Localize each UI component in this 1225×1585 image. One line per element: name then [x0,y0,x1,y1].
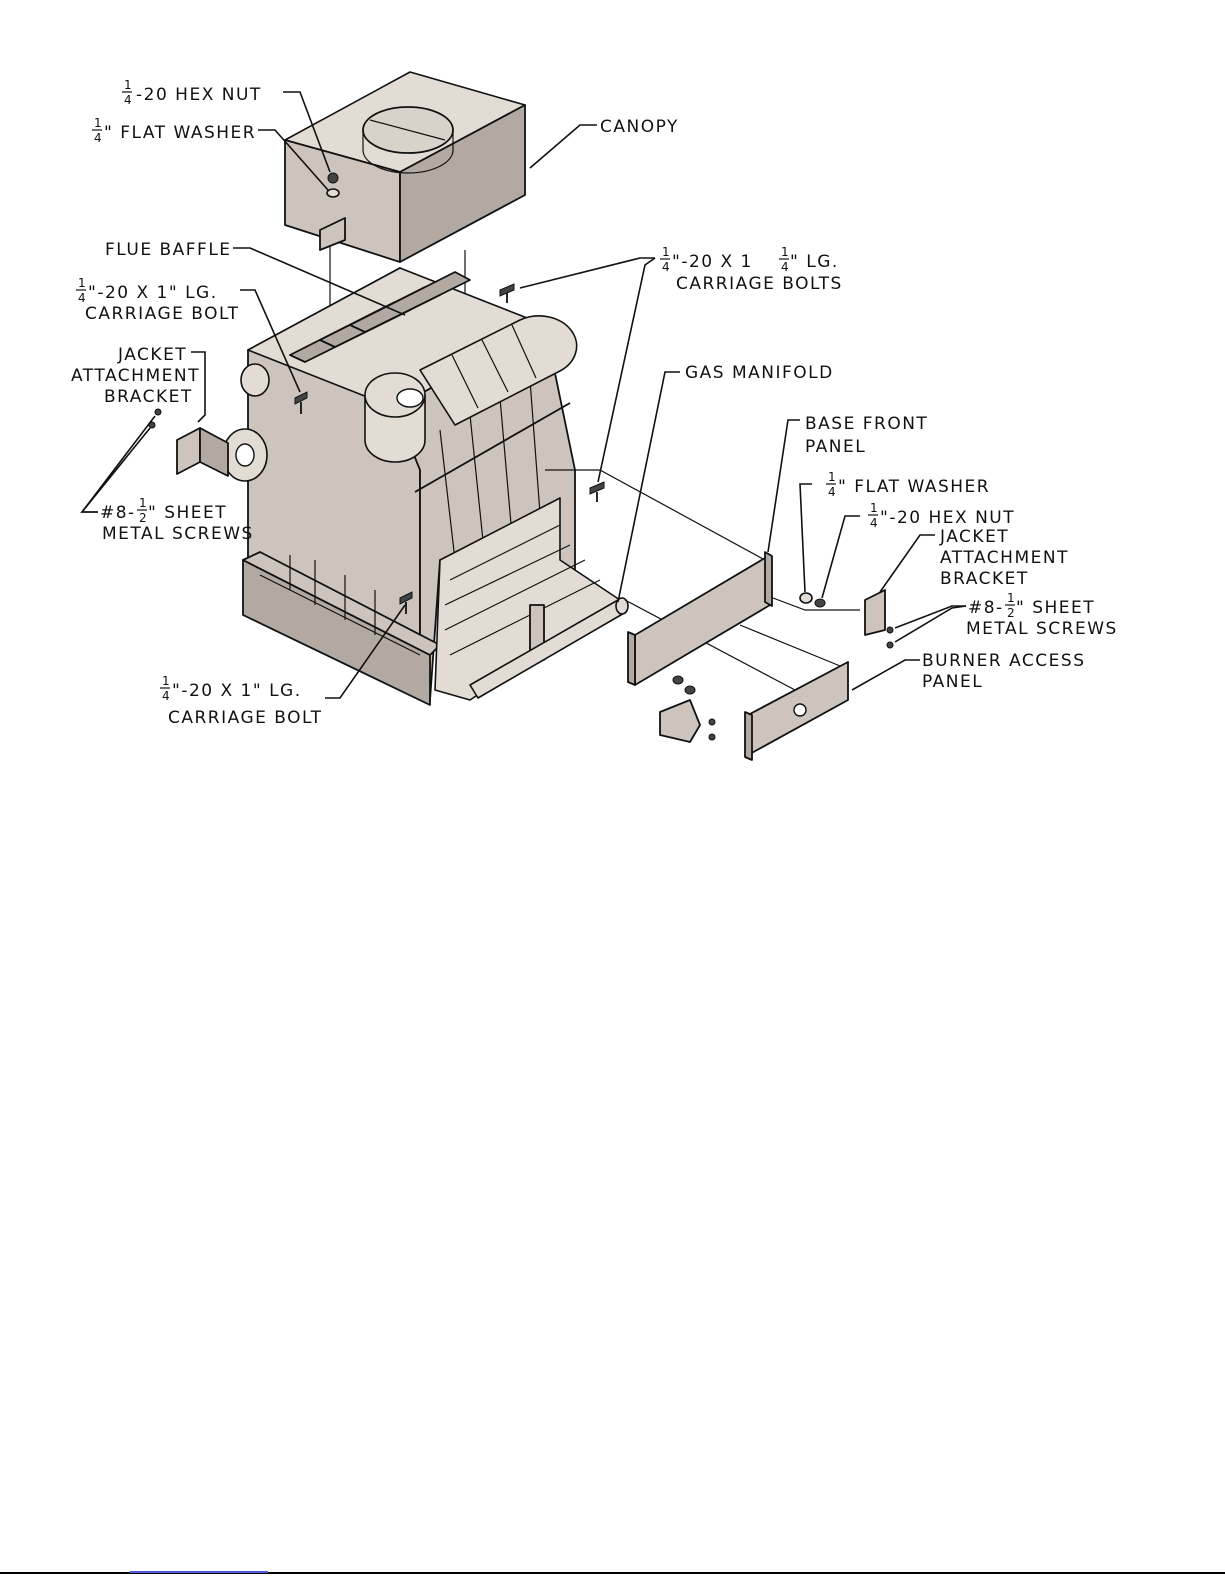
footer-link[interactable] [130,1571,268,1573]
svg-text:JACKET: JACKET [939,527,1009,547]
label-flat-washer-right: 1 4 " FLAT WASHER [826,470,990,499]
svg-text:CARRIAGE BOLT: CARRIAGE BOLT [85,304,240,324]
svg-text:" SHEET: " SHEET [148,503,227,523]
label-sheet-screws-right: #8- 1 2 " SHEET METAL SCREWS [966,591,1118,639]
labels: 1 4 -20 HEX NUT 1 4 " FLAT WASHER CANOPY… [71,78,1118,728]
label-jacket-bracket-left: JACKET ATTACHMENT BRACKET [71,345,200,407]
label-sheet-screws-left: #8- 1 2 " SHEET METAL SCREWS [100,496,254,544]
svg-text:PANEL: PANEL [805,437,866,457]
svg-text:1: 1 [78,276,86,290]
svg-text:1: 1 [139,496,147,510]
svg-text:1: 1 [94,116,102,130]
svg-text:4: 4 [870,516,878,530]
right-bracket-part [864,589,886,636]
svg-text:#8-: #8- [968,598,1004,618]
label-jacket-bracket-right: JACKET ATTACHMENT BRACKET [939,527,1069,589]
label-carriage-bolt-left: 1 4 "-20 X 1" LG. CARRIAGE BOLT [76,276,240,324]
svg-text:" FLAT WASHER: " FLAT WASHER [104,123,256,143]
lower-bracket-part [659,699,701,743]
footer-rule [0,1572,1225,1574]
svg-text:1: 1 [828,470,836,484]
label-gas-manifold: GAS MANIFOLD [685,363,834,383]
svg-text:ATTACHMENT: ATTACHMENT [71,366,200,386]
label-base-front-panel: BASE FRONT PANEL [805,414,928,457]
burner-access-panel-part [744,661,849,761]
tie-rod [414,402,571,493]
label-hex-nut-top: 1 4 -20 HEX NUT [122,78,262,107]
svg-text:-20 HEX NUT: -20 HEX NUT [136,85,262,105]
svg-text:4: 4 [781,260,789,274]
flat-washer-right-part [799,592,813,604]
carriage-bolt-top-right-part [499,283,515,303]
flat-washer-top-part [326,188,340,198]
boiler-body [222,267,576,706]
carriage-bolt-bottom-part [399,591,413,614]
svg-text:" SHEET: " SHEET [1016,598,1095,618]
carriage-bolt-left-part [294,391,308,414]
svg-text:BURNER ACCESS: BURNER ACCESS [922,651,1086,671]
svg-text:BASE FRONT: BASE FRONT [805,414,928,434]
svg-text:" LG.: " LG. [790,252,839,272]
burner-compartment [434,497,621,701]
svg-text:1: 1 [1007,591,1015,605]
svg-text:" FLAT WASHER: " FLAT WASHER [838,477,990,497]
hex-nut-right-part [814,598,826,608]
svg-text:CARRIAGE BOLTS: CARRIAGE BOLTS [676,274,843,294]
hex-nut-top-part [327,172,339,184]
svg-text:2: 2 [139,511,147,525]
base-front-panel-part [627,551,773,686]
assembly-line-4 [739,624,846,669]
label-flat-washer-top: 1 4 " FLAT WASHER [92,116,256,145]
svg-text:4: 4 [78,291,86,305]
svg-text:"-20 HEX NUT: "-20 HEX NUT [880,508,1015,528]
boiler-illustration [148,71,894,761]
svg-text:4: 4 [662,260,670,274]
assembly-line-2 [624,599,796,691]
gas-manifold-part [469,597,629,699]
label-carriage-bolts-right: 1 4 "-20 X 1 1 4 " LG. CARRIAGE BOLTS [660,245,843,294]
svg-text:1: 1 [162,674,170,688]
left-bracket-part [176,427,201,475]
svg-text:#8-: #8- [100,503,136,523]
leader-lines [80,91,967,699]
assembly-line-1 [545,469,766,561]
svg-text:BRACKET: BRACKET [940,569,1029,589]
label-flue-baffle: FLUE BAFFLE [105,240,232,260]
svg-text:1: 1 [662,245,670,259]
label-carriage-bolt-bottom: 1 4 "-20 X 1" LG. CARRIAGE BOLT [160,674,323,728]
assembly-line-3 [764,594,860,611]
svg-text:4: 4 [94,131,102,145]
label-hex-nut-right: 1 4 "-20 HEX NUT [868,501,1015,530]
label-canopy: CANOPY [600,117,679,137]
svg-text:4: 4 [124,93,132,107]
label-burner-access-panel: BURNER ACCESS PANEL [922,651,1086,692]
svg-text:4: 4 [162,689,170,703]
flue-collector [364,315,578,463]
svg-text:ATTACHMENT: ATTACHMENT [940,548,1069,568]
svg-text:BRACKET: BRACKET [104,387,193,407]
svg-text:"-20 X 1" LG.: "-20 X 1" LG. [172,681,302,701]
svg-text:"-20 X 1" LG.: "-20 X 1" LG. [88,283,218,303]
sheet-screw-left-1 [154,408,162,416]
svg-text:2: 2 [1007,606,1015,620]
svg-text:METAL SCREWS: METAL SCREWS [966,619,1118,639]
svg-text:PANEL: PANEL [922,672,983,692]
svg-text:"-20 X 1: "-20 X 1 [672,252,753,272]
svg-text:JACKET: JACKET [117,345,187,365]
svg-text:4: 4 [828,485,836,499]
svg-text:1: 1 [870,501,878,515]
carriage-bolt-mid-right-part [589,481,605,502]
svg-text:1: 1 [124,78,132,92]
svg-text:CARRIAGE BOLT: CARRIAGE BOLT [168,708,323,728]
svg-text:METAL SCREWS: METAL SCREWS [102,524,254,544]
canopy-part [284,71,526,263]
svg-text:1: 1 [781,245,789,259]
